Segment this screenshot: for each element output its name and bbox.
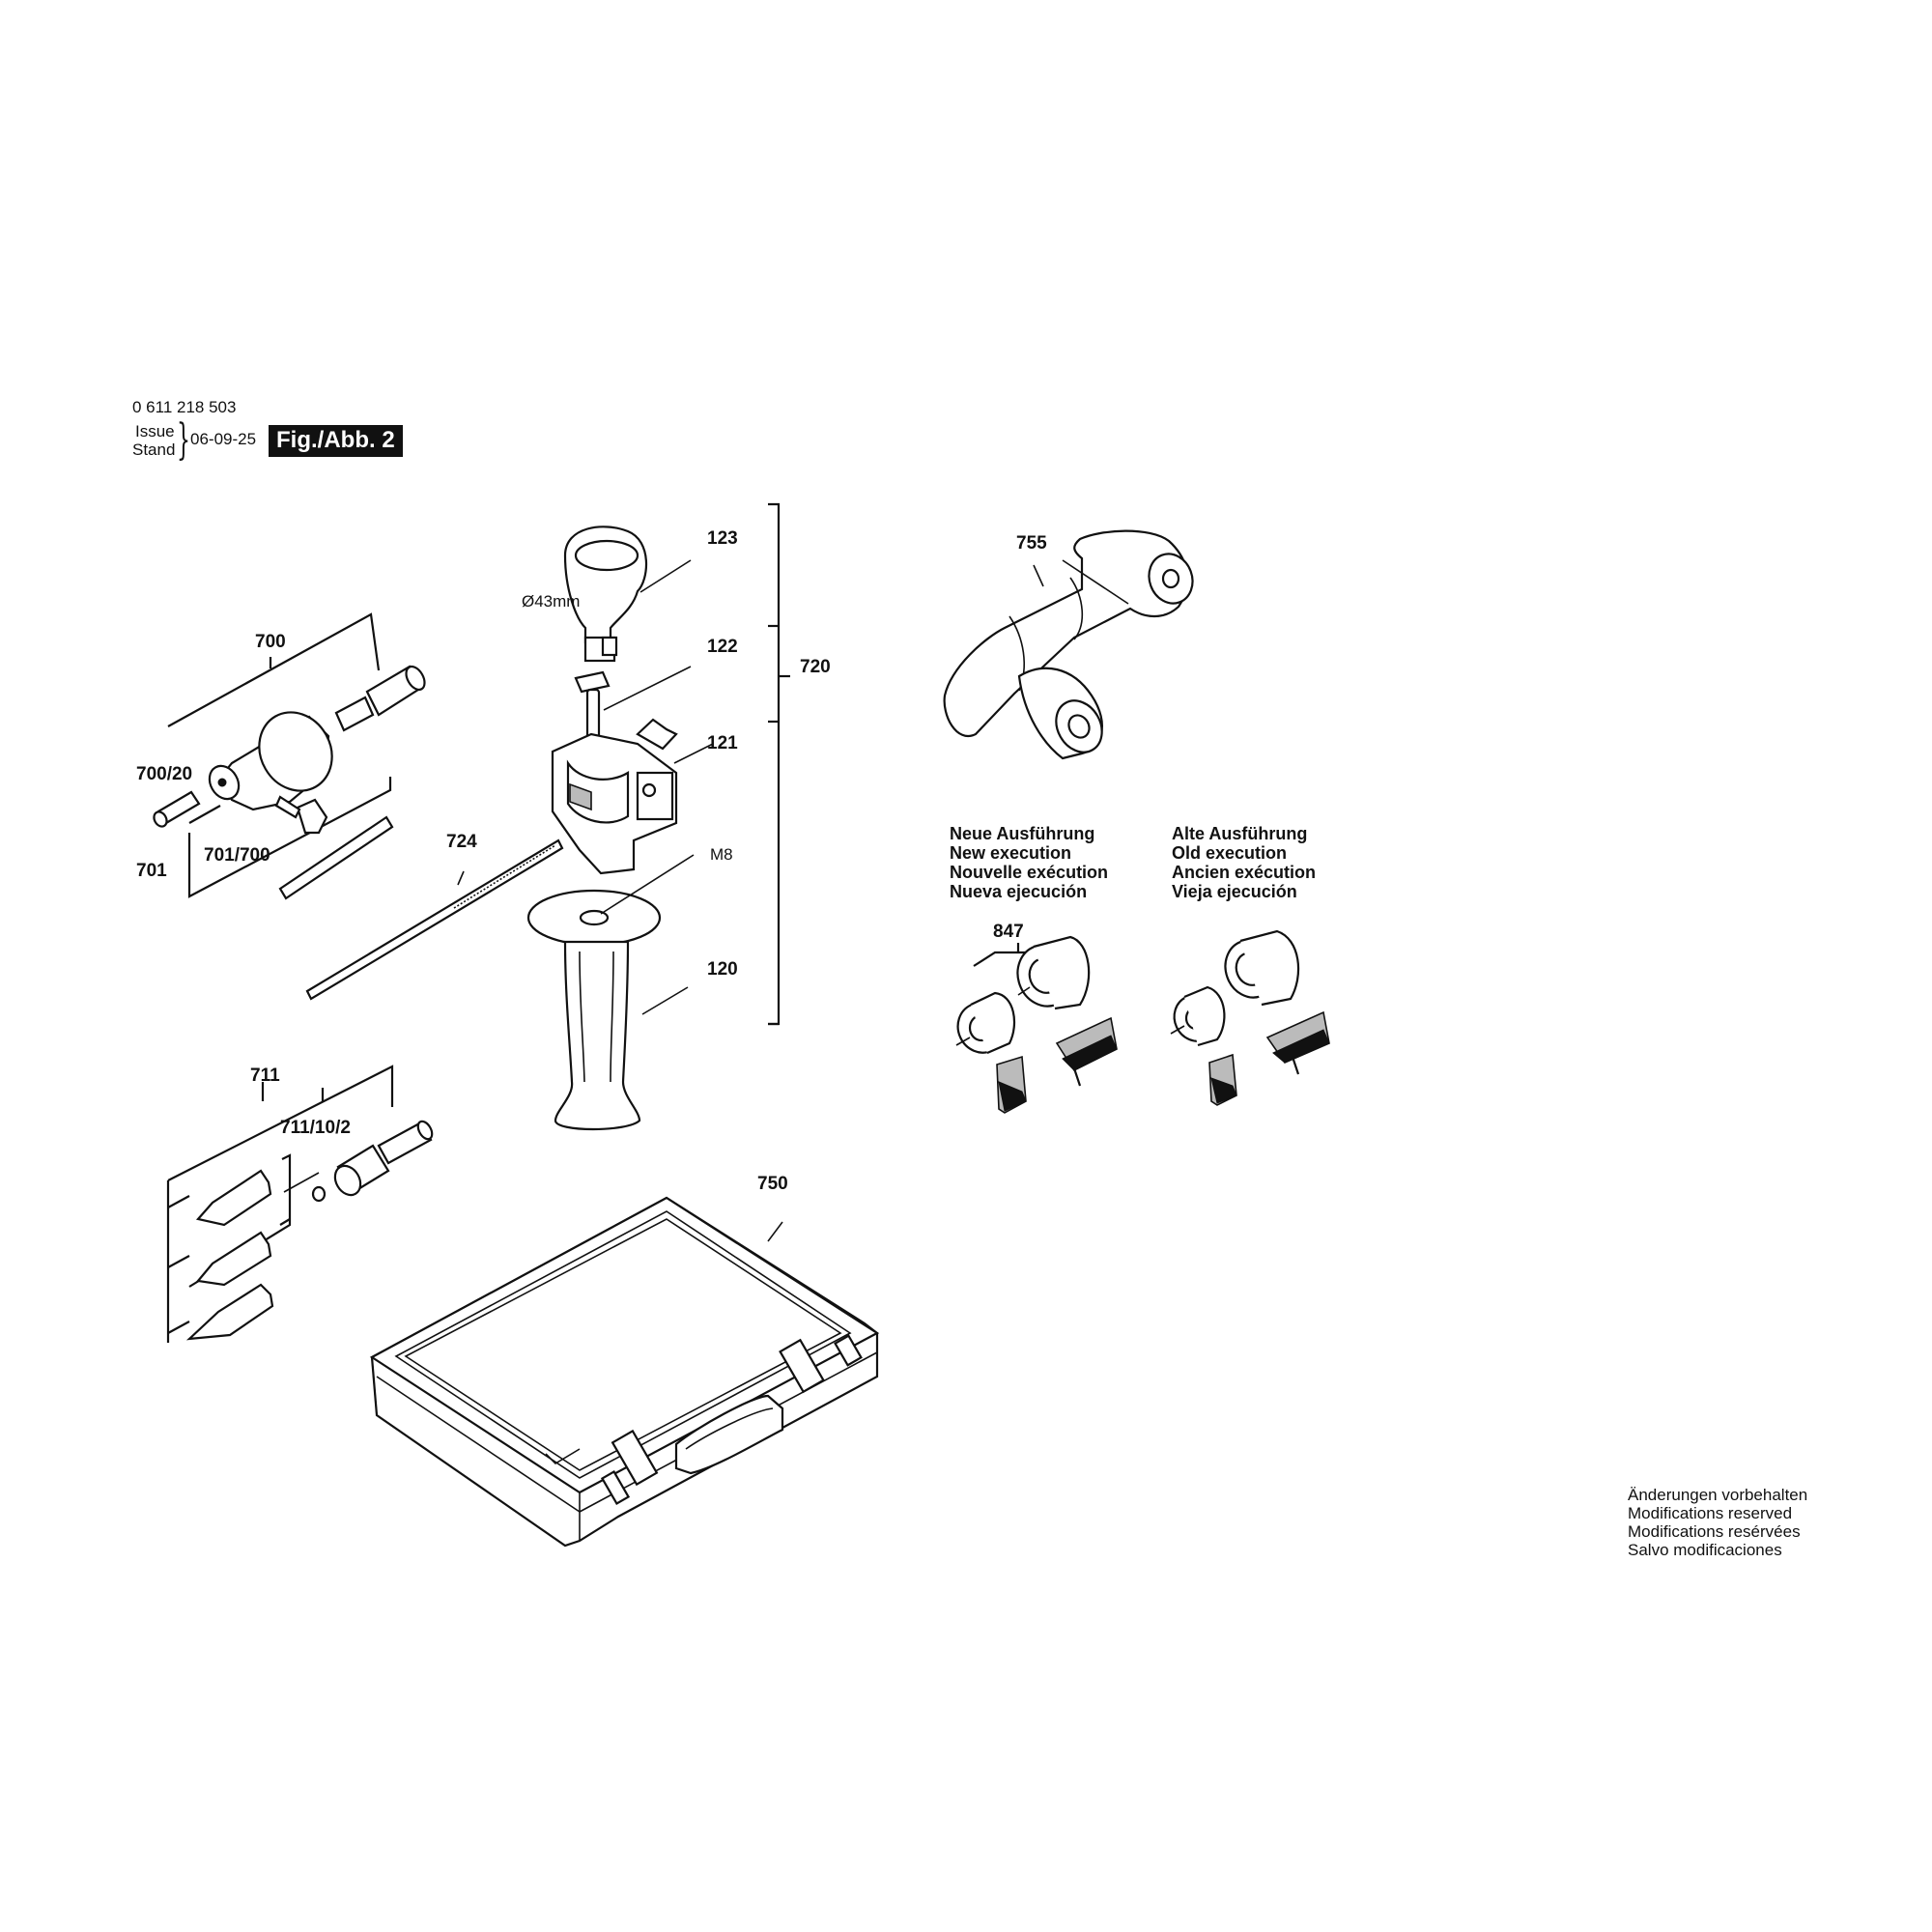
- part-700-drill-chuck: [153, 665, 426, 900]
- figure-badge: Fig./Abb. 2: [269, 425, 403, 457]
- label-847: 847: [993, 922, 1024, 942]
- date: 06-09-25: [190, 430, 257, 448]
- part-711-screwdriver-bits: [185, 1120, 434, 1341]
- issue-label: Issue: [135, 422, 175, 440]
- label-701: 701: [136, 861, 167, 881]
- new-execution-fr: Nouvelle exécution: [950, 863, 1109, 882]
- part-847-new-execution: [955, 935, 1118, 1114]
- label-m8: M8: [710, 845, 733, 864]
- new-execution-de: Neue Ausführung: [950, 824, 1095, 843]
- label-121: 121: [707, 733, 738, 753]
- part-120-side-handle: [526, 854, 695, 1131]
- part-724-depth-rod: [305, 838, 564, 1001]
- label-123: 123: [707, 528, 738, 549]
- label-711-10-2: 711/10/2: [280, 1118, 351, 1138]
- new-execution-en: New execution: [950, 843, 1072, 863]
- old-execution-es: Vieja ejecución: [1172, 882, 1297, 901]
- label-120: 120: [707, 959, 738, 980]
- brace-glyph: }: [177, 415, 190, 465]
- old-execution-block: Alte Ausführung Old execution Ancien exé…: [1172, 824, 1316, 901]
- part-755-angle-attachment: [943, 529, 1194, 760]
- part-121-holder: [551, 718, 714, 875]
- part-old-execution: [1170, 929, 1330, 1106]
- label-700: 700: [255, 632, 286, 652]
- old-execution-fr: Ancien exécution: [1172, 863, 1317, 882]
- old-execution-de: Alte Ausführung: [1172, 824, 1308, 843]
- bracket-711: [166, 1065, 394, 1343]
- bracket-700: [167, 612, 392, 898]
- label-diameter: Ø43mm: [522, 592, 581, 611]
- notice-en: Modifications reserved: [1628, 1504, 1793, 1522]
- label-700-20: 700/20: [136, 764, 193, 784]
- part-123-clamp-band: [563, 526, 692, 663]
- stand-label: Stand: [132, 440, 176, 459]
- label-701-700: 701/700: [204, 845, 270, 866]
- new-execution-es: Nueva ejecución: [950, 882, 1088, 901]
- label-711: 711: [250, 1065, 280, 1086]
- label-122: 122: [707, 637, 738, 657]
- label-750: 750: [757, 1174, 788, 1194]
- part-number: 0 611 218 503: [132, 398, 237, 416]
- modifications-notice: Änderungen vorbehalten Modifications res…: [1628, 1486, 1807, 1559]
- notice-de: Änderungen vorbehalten: [1628, 1486, 1808, 1504]
- label-720: 720: [800, 657, 831, 677]
- part-750-carrying-case: [369, 1196, 880, 1548]
- label-755: 755: [1016, 533, 1047, 554]
- bracket-720: [768, 502, 790, 1026]
- label-724: 724: [446, 832, 477, 852]
- notice-es: Salvo modificaciones: [1628, 1541, 1782, 1559]
- notice-fr: Modifications resérvées: [1628, 1522, 1801, 1541]
- new-execution-block: Neue Ausführung New execution Nouvelle e…: [950, 824, 1108, 901]
- old-execution-en: Old execution: [1172, 843, 1288, 863]
